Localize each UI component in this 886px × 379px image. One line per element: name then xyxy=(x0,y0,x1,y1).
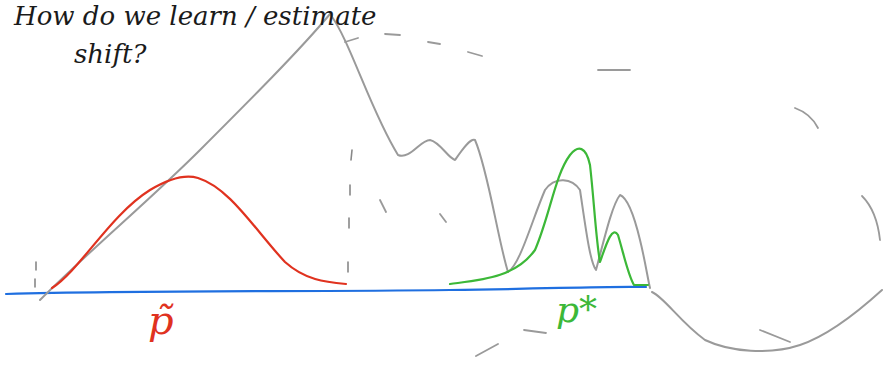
distribution-label: p* xyxy=(556,290,597,330)
bound-marker xyxy=(348,150,352,272)
loss-landscape xyxy=(40,14,650,300)
source-distribution xyxy=(52,177,346,289)
question-text: How do we learn / estimate xyxy=(14,2,376,31)
bound-marker xyxy=(35,262,36,287)
dashed-curve xyxy=(862,196,880,240)
dashed-curve xyxy=(345,34,790,356)
distribution-label: p̃ xyxy=(148,298,174,342)
question-text: shift? xyxy=(74,40,146,69)
dashed-curve xyxy=(795,108,818,128)
baseline xyxy=(6,287,646,294)
target-distribution xyxy=(450,149,648,285)
loss-landscape xyxy=(652,290,882,351)
